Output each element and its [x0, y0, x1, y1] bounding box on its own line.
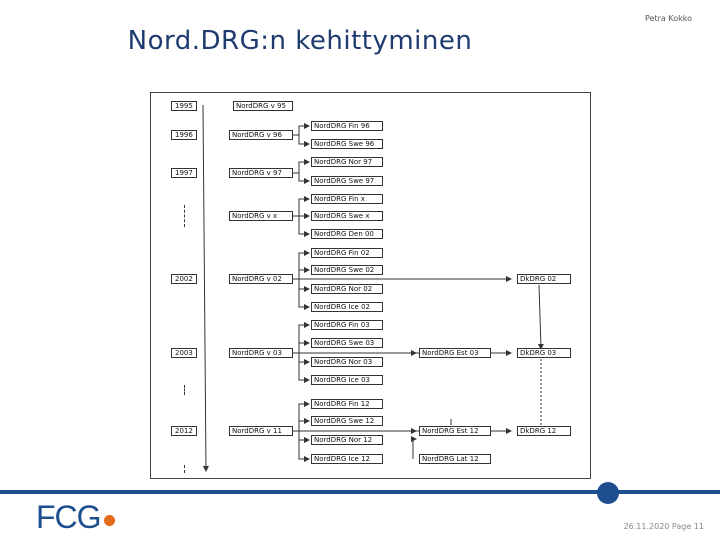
- dkdrg-box: DkDRG 03: [517, 348, 571, 358]
- version-box: NordDRG v 03: [229, 348, 293, 358]
- slide-title: Nord.DRG:n kehittyminen: [127, 26, 473, 56]
- year-gap: [184, 205, 186, 227]
- version-box: NordDRG v 97: [229, 168, 293, 178]
- estonia-box: NordDRG Est 12: [419, 426, 491, 436]
- country-box: NordDRG Swe 12: [311, 416, 383, 426]
- country-box: NordDRG Fin x: [311, 194, 383, 204]
- version-box: NordDRG v x: [229, 211, 293, 221]
- footer-dot: [597, 482, 619, 504]
- logo-dot: [104, 515, 115, 526]
- page-info: 26.11.2020 Page 11: [623, 522, 704, 531]
- fcg-logo: FCG: [36, 499, 102, 535]
- country-box: NordDRG Ice 12: [311, 454, 383, 464]
- year-label: 1995: [171, 101, 197, 111]
- year-label: 2002: [171, 274, 197, 284]
- version-box: NordDRG v 02: [229, 274, 293, 284]
- country-box: NordDRG Fin 12: [311, 399, 383, 409]
- year-label: 1996: [171, 130, 197, 140]
- country-box: NordDRG Fin 02: [311, 248, 383, 258]
- dkdrg-box: DkDRG 12: [517, 426, 571, 436]
- country-box: NordDRG Fin 03: [311, 320, 383, 330]
- country-box: NordDRG Swe 03: [311, 338, 383, 348]
- dkdrg-box: DkDRG 02: [517, 274, 571, 284]
- version-box: NordDRG v 11: [229, 426, 293, 436]
- year-gap: [184, 465, 186, 473]
- estonia-box: NordDRG Est 03: [419, 348, 491, 358]
- country-box: NordDRG Nor 97: [311, 157, 383, 167]
- country-box: NordDRG Swe 97: [311, 176, 383, 186]
- year-label: 1997: [171, 168, 197, 178]
- country-box: NordDRG Swe x: [311, 211, 383, 221]
- country-box: NordDRG Ice 02: [311, 302, 383, 312]
- country-box: NordDRG Swe 02: [311, 265, 383, 275]
- country-box: NordDRG Nor 03: [311, 357, 383, 367]
- author-name: Petra Kokko: [645, 14, 692, 23]
- drg-diagram: 1995 1996 1997 2002 2003 2012 NordDRG v …: [150, 92, 591, 479]
- footer-divider: [0, 490, 720, 494]
- country-box: NordDRG Nor 12: [311, 435, 383, 445]
- latvia-box: NordDRG Lat 12: [419, 454, 491, 464]
- country-box: NordDRG Ice 03: [311, 375, 383, 385]
- version-box: NordDRG v 96: [229, 130, 293, 140]
- version-box: NordDRG v 95: [233, 101, 293, 111]
- country-box: NordDRG Nor 02: [311, 284, 383, 294]
- year-label: 2003: [171, 348, 197, 358]
- country-box: NordDRG Swe 96: [311, 139, 383, 149]
- country-box: NordDRG Den 00: [311, 229, 383, 239]
- year-gap: [184, 385, 186, 395]
- year-label: 2012: [171, 426, 197, 436]
- country-box: NordDRG Fin 96: [311, 121, 383, 131]
